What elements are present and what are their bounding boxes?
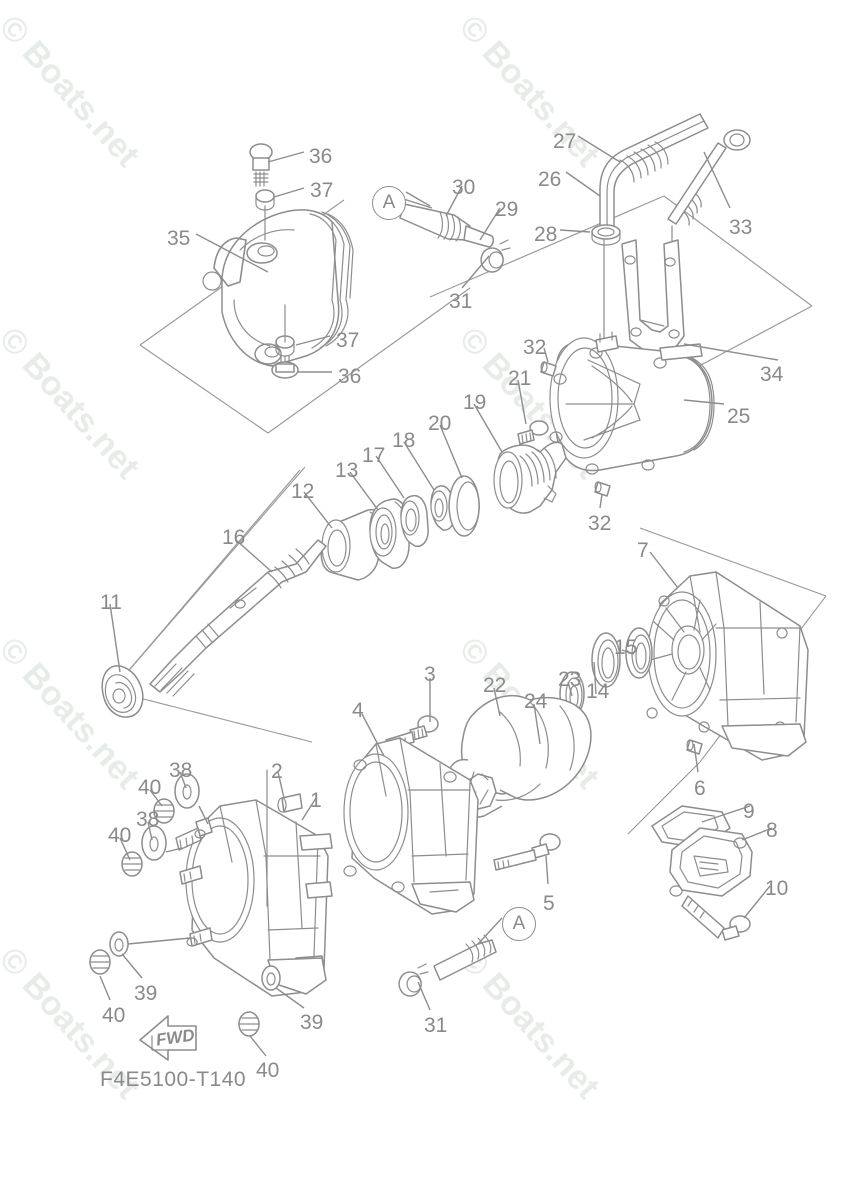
callout-number-7: 7 — [637, 539, 649, 562]
callout-number-40: 40 — [102, 1004, 126, 1027]
callout-number-1: 1 — [310, 789, 322, 812]
callout-number-29: 29 — [495, 198, 519, 221]
callout-number-30: 30 — [452, 176, 476, 199]
callout-number-26: 26 — [538, 168, 562, 191]
part-31-stud-nut-top — [480, 239, 511, 273]
callout-number-25: 25 — [727, 405, 751, 428]
part-13-ball-bearing — [369, 498, 410, 569]
callout-number-13: 13 — [335, 459, 359, 482]
callout-number-40: 40 — [138, 776, 162, 799]
part-14-impeller-shaft-bearing — [591, 632, 621, 688]
part-32-locating-pin-bottom — [594, 481, 611, 497]
callout-number-27: 27 — [553, 130, 577, 153]
callout-number-19: 19 — [463, 391, 487, 414]
diagram-code-label: F4E5100-T140 — [100, 1068, 247, 1091]
part-16-impeller-drive-shaft — [149, 539, 327, 697]
callout-number-8: 8 — [766, 819, 778, 842]
callout-number-39: 39 — [134, 982, 158, 1005]
callout-number-40: 40 — [256, 1059, 280, 1082]
callout-number-17: 17 — [362, 444, 386, 467]
callout-number-32: 32 — [588, 512, 612, 535]
callout-number-2: 2 — [271, 760, 283, 783]
callout-number-22: 22 — [483, 674, 507, 697]
callout-number-31: 31 — [449, 290, 473, 313]
callout-number-35: 35 — [167, 227, 191, 250]
part-34-mounting-bracket — [621, 239, 685, 357]
part-4-impeller-duct-housing — [343, 737, 479, 915]
leader-lines — [99, 135, 779, 1057]
part-28-hose-fitting — [591, 224, 621, 246]
callout-number-23: 23 — [558, 668, 582, 691]
part-31-stud-nut-bottom — [398, 963, 429, 997]
part-bottom-stud-bolt — [433, 934, 497, 981]
callout-number-9: 9 — [743, 800, 755, 823]
part-19-bearing-housing-cap — [493, 441, 567, 514]
part-39-lock-washer-bottom — [261, 965, 281, 991]
part-21-housing-bolt — [517, 420, 549, 445]
callout-number-32: 32 — [523, 336, 547, 359]
part-33-long-bolt — [667, 129, 751, 226]
callout-number-28: 28 — [534, 223, 558, 246]
part-40-hex-nut-lower — [121, 851, 143, 877]
part-40-hex-nut-upper — [153, 798, 175, 824]
callout-number-33: 33 — [729, 216, 753, 239]
callout-number-36: 36 — [309, 145, 333, 168]
part-32-locating-pin-top — [540, 361, 557, 377]
part-5-flange-bolt-long — [493, 833, 561, 871]
part-36-grate-bolt-bottom — [271, 355, 299, 379]
callout-number-37: 37 — [310, 179, 334, 202]
callout-number-11: 11 — [100, 591, 122, 614]
callout-number-38: 38 — [169, 759, 193, 782]
part-1-intake-duct-housing — [175, 799, 333, 997]
ref-a-top: A — [372, 186, 406, 220]
part-25-stator-nozzle-housing — [549, 331, 715, 475]
part-20-o-ring — [448, 475, 480, 537]
part-11-shaft-oil-seal — [101, 665, 144, 718]
part-17-thrust-washer — [400, 494, 429, 548]
callout-number-38: 38 — [136, 808, 160, 831]
part-12-shaft-sleeve — [320, 508, 384, 581]
part-40-hex-nut-left — [89, 949, 111, 975]
part-35-intake-grate-cover — [202, 209, 354, 367]
callout-number-24: 24 — [524, 690, 548, 713]
part-39-lock-washer-left — [109, 931, 129, 957]
part-27-hose-clamp — [619, 141, 669, 183]
callout-number-16: 16 — [222, 526, 246, 549]
callout-number-18: 18 — [392, 429, 416, 452]
callout-number-3: 3 — [424, 663, 436, 686]
callout-number-39: 39 — [300, 1011, 324, 1034]
callout-number-6: 6 — [694, 777, 706, 800]
callout-number-5: 5 — [543, 892, 555, 915]
part-18-retaining-washer — [430, 485, 455, 531]
part-10-cover-bolt — [681, 895, 751, 941]
part-8-water-inlet-cover — [669, 827, 753, 897]
callout-number-40: 40 — [108, 824, 132, 847]
part-15-impeller-shaft-seal — [625, 627, 653, 679]
fwd-orientation-marker — [139, 1015, 197, 1061]
part-38-flat-washer-lower — [141, 825, 167, 861]
part-36-grate-bolt-top — [249, 143, 273, 187]
callout-number-12: 12 — [291, 480, 315, 503]
callout-number-4: 4 — [352, 699, 364, 722]
part-26-water-hose — [599, 113, 709, 229]
callout-number-34: 34 — [760, 363, 784, 386]
callout-number-21: 21 — [508, 367, 532, 390]
ref-a-bottom: A — [502, 907, 536, 941]
callout-number-37: 37 — [336, 329, 360, 352]
part-2-dowel-pin — [277, 793, 303, 813]
part-40-hex-nut-bottom — [238, 1011, 260, 1037]
callout-number-15: 15 — [614, 636, 638, 659]
part-7-jet-pump-housing — [646, 571, 809, 761]
callout-number-31: 31 — [424, 1014, 448, 1037]
part-29-30-stud-bolt — [399, 203, 494, 248]
callout-number-36: 36 — [338, 365, 362, 388]
part-38-flat-washer-upper — [174, 773, 200, 809]
callout-number-14: 14 — [586, 680, 610, 703]
callout-number-10: 10 — [765, 877, 789, 900]
callout-number-20: 20 — [428, 412, 452, 435]
